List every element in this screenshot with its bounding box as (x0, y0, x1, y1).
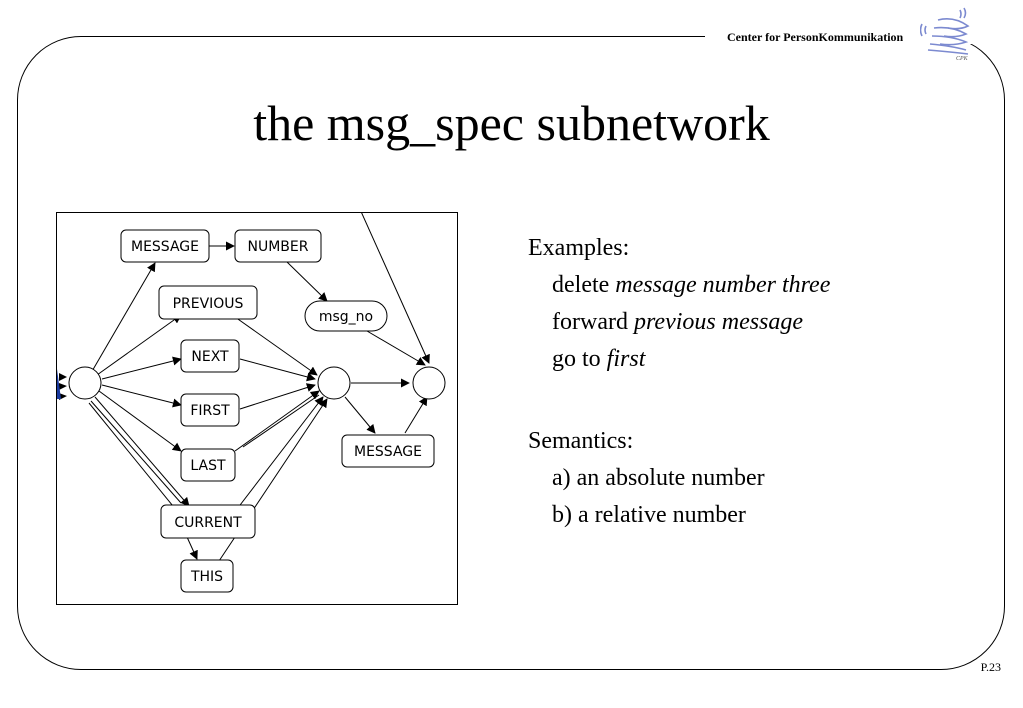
cpk-logo-icon: CPK (920, 7, 970, 62)
node-next (180, 339, 240, 373)
middle-state-circle (317, 366, 351, 400)
network-diagram: MESSAGE NUMBER PREVIOUS msg_no NEXT FIRS… (56, 212, 458, 605)
node-first (180, 393, 240, 427)
node-message-right (341, 434, 435, 468)
edge (234, 316, 318, 376)
semantics-line: b) a relative number (552, 502, 746, 528)
edge (286, 261, 328, 302)
end-state-circle (412, 366, 446, 400)
node-msg-no (304, 300, 388, 332)
edge (344, 396, 376, 434)
slide-title: the msg_spec subnetwork (253, 95, 770, 151)
node-this (180, 559, 234, 593)
node-label: NEXT (191, 349, 229, 365)
semantics-block: Semantics: a) an absolute number b) a re… (528, 423, 765, 534)
edge (186, 536, 198, 560)
node-label: NUMBER (248, 239, 309, 255)
edge (404, 396, 428, 434)
node-current (160, 504, 256, 539)
examples-block: Examples: delete message number three fo… (528, 230, 830, 378)
edge (101, 356, 182, 380)
page-number: P.23 (980, 660, 1001, 674)
edge (88, 402, 178, 512)
edge (98, 390, 182, 452)
edge (242, 394, 320, 448)
node-label: THIS (190, 569, 223, 585)
node-message-top (120, 229, 210, 263)
edge (96, 314, 182, 376)
org-name: Center for PersonKommunikation (727, 30, 904, 44)
edge (239, 383, 316, 410)
node-label: FIRST (190, 403, 230, 419)
edge (90, 262, 156, 374)
edge (90, 400, 182, 504)
node-last (180, 448, 236, 482)
edge (239, 358, 316, 382)
edge (366, 330, 426, 366)
node-label: MESSAGE (354, 444, 422, 460)
node-label: msg_no (319, 309, 373, 325)
start-state-circle (68, 366, 102, 400)
node-label: LAST (190, 458, 226, 474)
semantics-line: a) an absolute number (552, 465, 765, 491)
node-label: PREVIOUS (173, 296, 244, 312)
logo-label: CPK (956, 56, 969, 62)
example-line: delete message number three (552, 272, 831, 298)
examples-heading: Examples: (528, 235, 630, 261)
edge (101, 384, 182, 408)
node-label: MESSAGE (131, 239, 199, 255)
network-svg: MESSAGE NUMBER PREVIOUS msg_no NEXT FIRS… (57, 213, 446, 593)
node-label: CURRENT (174, 515, 242, 531)
semantics-heading: Semantics: (528, 428, 634, 454)
node-number (234, 229, 322, 263)
example-line: go to first (552, 346, 646, 372)
example-line: forward previous message (552, 309, 804, 335)
edge (234, 390, 320, 452)
slide-frame (17, 36, 1005, 670)
edge (94, 396, 190, 507)
edge (236, 396, 324, 510)
node-previous (158, 285, 258, 320)
edge (361, 213, 430, 364)
